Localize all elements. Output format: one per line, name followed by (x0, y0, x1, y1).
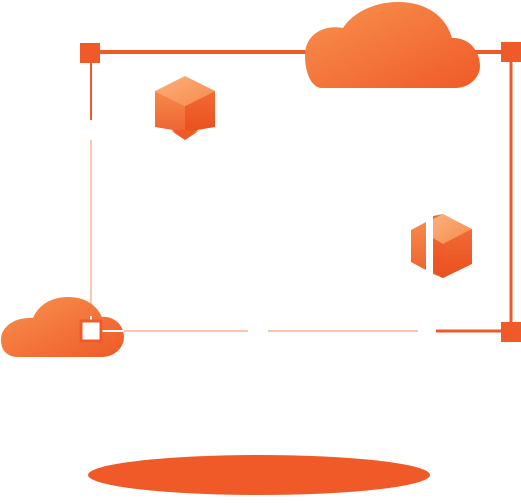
cube-icon (155, 76, 215, 140)
ground-shadow (88, 455, 430, 495)
corner-handle-top-left-icon (80, 43, 100, 63)
corner-handle-bottom-right-icon (501, 322, 521, 342)
cloud-icon (1, 297, 124, 357)
corner-handle-top-right-icon (501, 42, 521, 62)
split-cube-icon (411, 214, 472, 278)
cloud-icon (305, 2, 480, 88)
corner-handle-bottom-left-icon (79, 319, 103, 343)
